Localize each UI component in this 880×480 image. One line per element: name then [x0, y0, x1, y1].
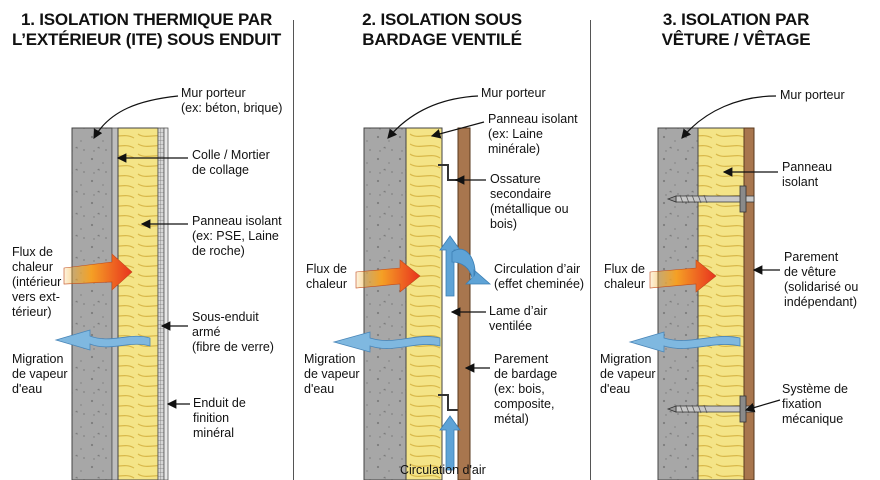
panel-3-screws — [666, 185, 755, 423]
panel-3-wall — [657, 127, 755, 480]
panel-1-wall — [71, 127, 169, 480]
panel-1-vapor-arrow — [54, 329, 151, 351]
panel-1-label-mur: Mur porteur(ex: béton, brique) — [181, 86, 283, 115]
panel-2-label-mur: Mur porteur — [481, 86, 546, 100]
panel-2-wall — [363, 127, 471, 480]
divider-1 — [293, 20, 294, 480]
panel-2-label-circulation-bas: Circulation d'air — [400, 463, 486, 477]
panel-3-vapor-arrow — [628, 331, 741, 353]
panel-3-label-mur: Mur porteur — [780, 88, 845, 102]
panel-2-heat-arrow — [355, 259, 421, 293]
panel-3-heat-arrow — [649, 259, 717, 293]
panel-2-label-circulation: Circulation d’air(effet cheminée) — [494, 262, 585, 291]
panel-2-air-bottom-arrow — [439, 415, 461, 471]
panel-1-heat-arrow — [63, 253, 133, 291]
divider-2 — [590, 20, 591, 480]
panel-2-air-up-arrow — [439, 235, 461, 297]
panel-2-vapor-arrow — [332, 331, 441, 353]
panel-2-air-out-arrow — [451, 248, 492, 285]
